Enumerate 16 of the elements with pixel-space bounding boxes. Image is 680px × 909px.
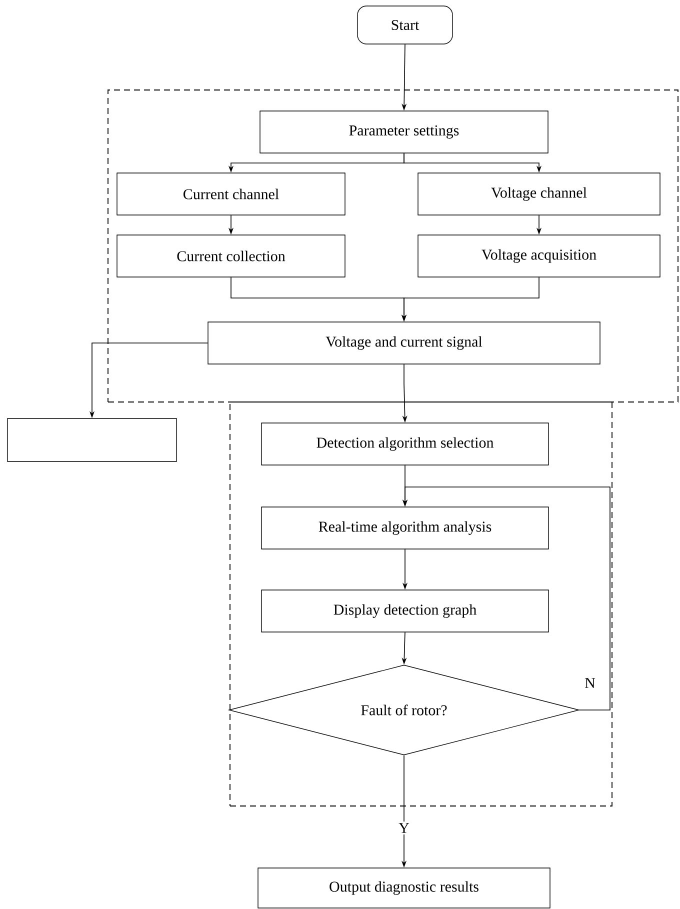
dashed-frame xyxy=(230,402,612,806)
process-box: Display detection graph xyxy=(261,590,549,632)
dashed-frame xyxy=(108,90,678,402)
process-box: Output diagnostic results xyxy=(258,868,550,908)
process-box: Current collection xyxy=(116,234,346,278)
process-box: Voltage channel xyxy=(418,172,660,216)
process-box: Voltage and current signal xyxy=(208,322,600,364)
start-terminal: Start xyxy=(357,6,453,44)
process-box: Current channel xyxy=(116,172,346,216)
process-box: Voltage acquisition xyxy=(418,234,660,278)
process-box: Detection algorithm selection xyxy=(261,422,549,466)
edge-label: N xyxy=(583,676,597,690)
edge-label: Y xyxy=(397,822,411,834)
process-box: Parameter settings xyxy=(260,110,548,154)
process-box xyxy=(7,418,177,462)
process-box: Real-time algorithm analysis xyxy=(261,506,549,550)
